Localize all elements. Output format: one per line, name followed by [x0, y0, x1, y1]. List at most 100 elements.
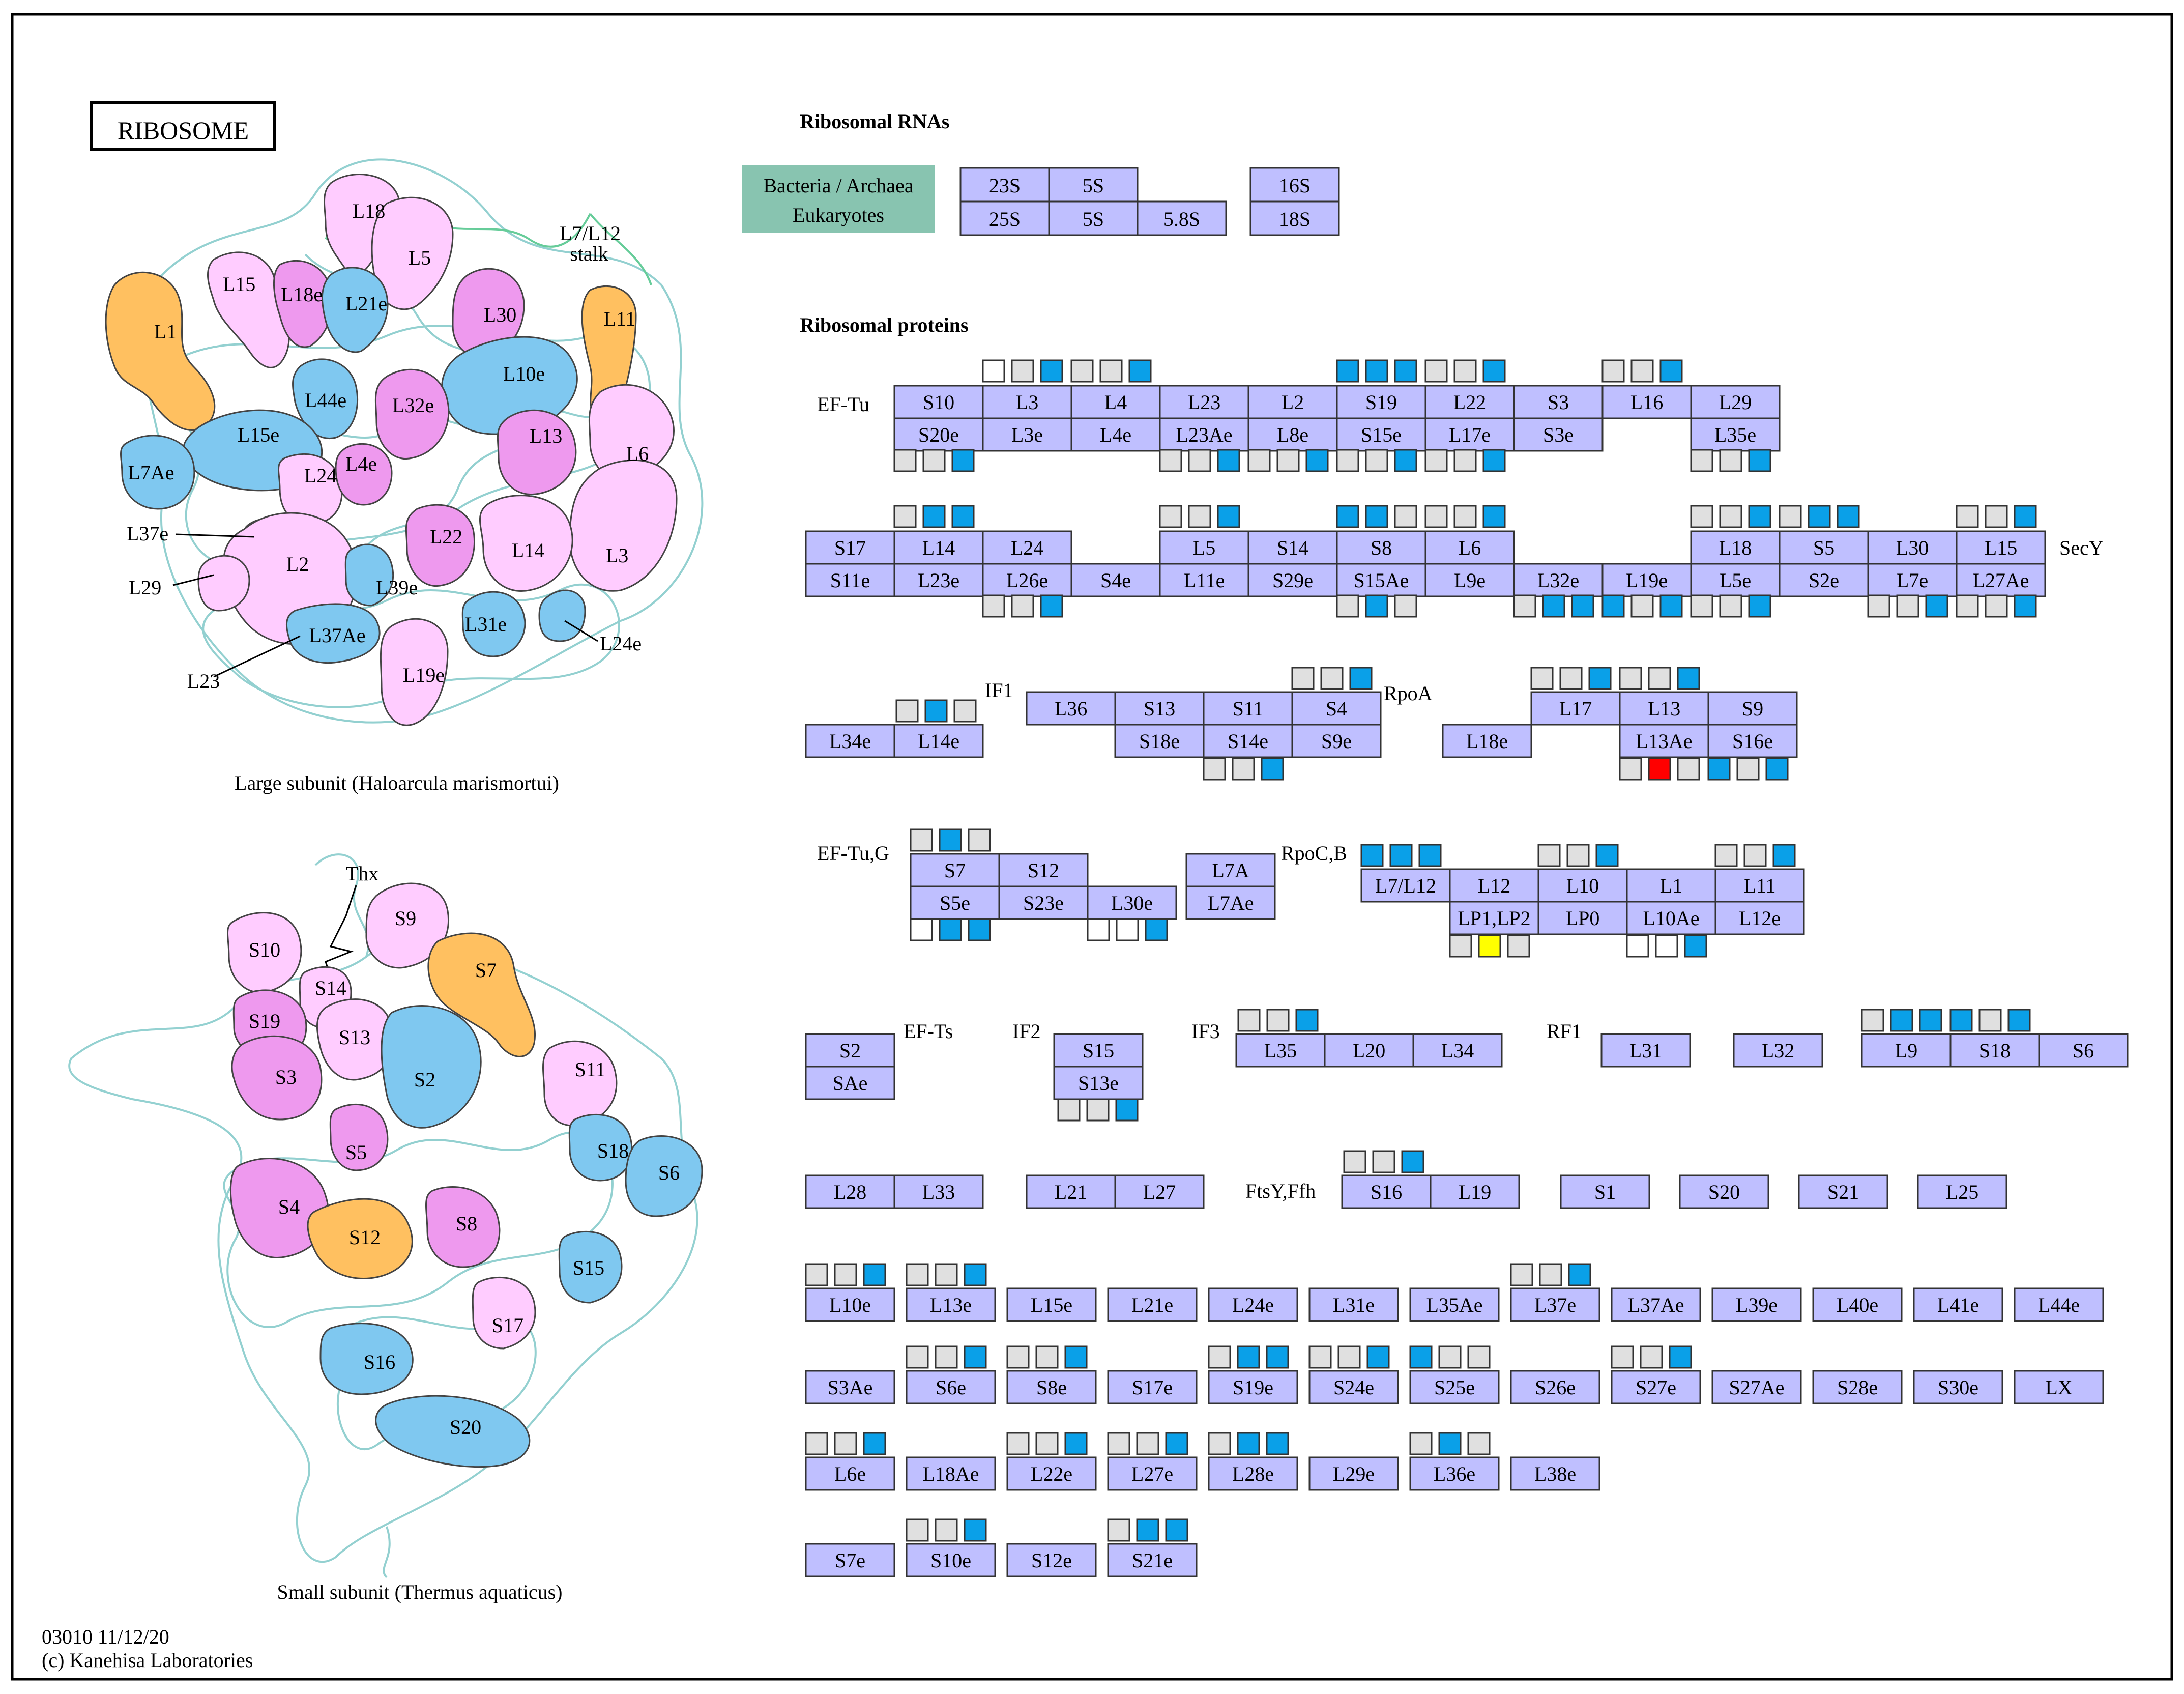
gene-box[interactable]: L39e	[1711, 1287, 1802, 1322]
gene-box[interactable]: S3e	[1513, 417, 1604, 452]
gene-box[interactable]: L15	[1956, 530, 2046, 565]
gene-box[interactable]: S18e	[1114, 724, 1205, 758]
gene-box[interactable]: L3	[982, 385, 1072, 419]
gene-box[interactable]: L5	[1159, 530, 1249, 565]
gene-box[interactable]: L30e	[1087, 885, 1177, 920]
gene-box[interactable]: S20e	[893, 417, 984, 452]
gene-box[interactable]: L2	[1247, 385, 1338, 419]
gene-box[interactable]: L31	[1600, 1033, 1691, 1068]
gene-box[interactable]: S6e	[906, 1370, 996, 1404]
gene-box[interactable]: LX	[2014, 1370, 2104, 1404]
gene-box[interactable]: S27e	[1611, 1370, 1701, 1404]
gene-box[interactable]: S4e	[1070, 563, 1161, 597]
gene-box[interactable]: S14e	[1203, 724, 1293, 758]
gene-box[interactable]: L14	[893, 530, 984, 565]
gene-box[interactable]: L17	[1530, 691, 1621, 726]
gene-box[interactable]: S24e	[1308, 1370, 1399, 1404]
gene-box[interactable]: L15e	[1006, 1287, 1097, 1322]
gene-box[interactable]: L41e	[1913, 1287, 2003, 1322]
gene-box[interactable]: S30e	[1913, 1370, 2003, 1404]
gene-box[interactable]: L7/L12	[1360, 868, 1451, 903]
gene-box[interactable]	[1137, 200, 1227, 236]
gene-box[interactable]: L9	[1861, 1033, 1952, 1068]
gene-box[interactable]: S27Ae	[1711, 1370, 1802, 1404]
gene-box[interactable]: L44e	[2014, 1287, 2104, 1322]
gene-box[interactable]: S13e	[1053, 1066, 1144, 1100]
gene-box[interactable]: L12	[1449, 868, 1539, 903]
gene-box[interactable]: L36	[1026, 691, 1116, 726]
gene-box[interactable]: L10	[1537, 868, 1628, 903]
gene-box[interactable]: L26e	[982, 563, 1072, 597]
gene-box[interactable]: S1	[1560, 1174, 1650, 1209]
gene-box[interactable]: S6	[2038, 1033, 2129, 1068]
gene-box[interactable]: L23Ae	[1159, 417, 1249, 452]
gene-box[interactable]: L21e	[1107, 1287, 1198, 1322]
gene-box[interactable]: L13	[1619, 691, 1709, 726]
gene-box[interactable]: L14e	[893, 724, 984, 758]
gene-box[interactable]: S5	[1779, 530, 1869, 565]
gene-box[interactable]: L33	[893, 1174, 984, 1209]
gene-box[interactable]: L32e	[1513, 563, 1604, 597]
gene-box[interactable]: L18	[1690, 530, 1781, 565]
gene-box[interactable]: L1	[1626, 868, 1716, 903]
gene-box[interactable]: S25e	[1409, 1370, 1500, 1404]
gene-box[interactable]: L11	[1714, 868, 1805, 903]
gene-box[interactable]: S23e	[998, 885, 1089, 920]
gene-box[interactable]: S4	[1291, 691, 1382, 726]
gene-box[interactable]: L18e	[1442, 724, 1532, 758]
gene-box[interactable]: LP1,LP2	[1449, 901, 1539, 935]
gene-box[interactable]: L35Ae	[1409, 1287, 1500, 1322]
gene-box[interactable]: L27e	[1107, 1456, 1198, 1491]
gene-box[interactable]	[1249, 200, 1340, 236]
gene-box[interactable]: L22	[1424, 385, 1515, 419]
gene-box[interactable]: L38e	[1510, 1456, 1600, 1491]
gene-box[interactable]	[1048, 200, 1139, 236]
gene-box[interactable]: S7e	[805, 1543, 895, 1577]
gene-box[interactable]: L35	[1235, 1033, 1326, 1068]
gene-box[interactable]	[959, 200, 1050, 236]
gene-box[interactable]: S9e	[1291, 724, 1382, 758]
gene-box[interactable]: L24e	[1208, 1287, 1298, 1322]
gene-box[interactable]: S15e	[1336, 417, 1426, 452]
gene-box[interactable]: L30	[1867, 530, 1958, 565]
gene-box[interactable]: S11e	[805, 563, 895, 597]
gene-box[interactable]: S29e	[1247, 563, 1338, 597]
gene-box[interactable]: L4	[1070, 385, 1161, 419]
gene-box[interactable]: S17	[805, 530, 895, 565]
gene-box[interactable]: L13Ae	[1619, 724, 1709, 758]
gene-box[interactable]: L32	[1733, 1033, 1823, 1068]
gene-box[interactable]: L19e	[1601, 563, 1692, 597]
gene-box[interactable]: L27	[1114, 1174, 1205, 1209]
gene-box[interactable]: L7Ae	[1185, 885, 1276, 920]
gene-box[interactable]: L13e	[906, 1287, 996, 1322]
gene-box[interactable]: S15Ae	[1336, 563, 1426, 597]
gene-box[interactable]: S28e	[1812, 1370, 1903, 1404]
gene-box[interactable]: S3Ae	[805, 1370, 895, 1404]
gene-box[interactable]: L31e	[1308, 1287, 1399, 1322]
gene-box[interactable]: L37Ae	[1611, 1287, 1701, 1322]
gene-box[interactable]: S10	[893, 385, 984, 419]
gene-box[interactable]: L23e	[893, 563, 984, 597]
gene-box[interactable]: L20	[1324, 1033, 1414, 1068]
gene-box[interactable]: S17e	[1107, 1370, 1198, 1404]
gene-box[interactable]: S20	[1679, 1174, 1769, 1209]
gene-box[interactable]: L3e	[982, 417, 1072, 452]
gene-box[interactable]: L4e	[1070, 417, 1161, 452]
gene-box[interactable]: L11e	[1159, 563, 1249, 597]
gene-box[interactable]: L5e	[1690, 563, 1781, 597]
gene-box[interactable]	[1048, 167, 1139, 203]
gene-box[interactable]: S16e	[1707, 724, 1798, 758]
gene-box[interactable]: L21	[1026, 1174, 1116, 1209]
gene-box[interactable]: S16	[1341, 1174, 1432, 1209]
gene-box[interactable]: L34e	[805, 724, 895, 758]
gene-box[interactable]: S10e	[906, 1543, 996, 1577]
gene-box[interactable]: L7A	[1185, 853, 1276, 887]
gene-box[interactable]: L29e	[1308, 1456, 1399, 1491]
gene-box[interactable]: S2	[805, 1033, 895, 1068]
gene-box[interactable]: S2e	[1779, 563, 1869, 597]
gene-box[interactable]: L6	[1424, 530, 1515, 565]
gene-box[interactable]: L16	[1601, 385, 1692, 419]
gene-box[interactable]: L24	[982, 530, 1072, 565]
gene-box[interactable]: L27Ae	[1956, 563, 2046, 597]
gene-box[interactable]: S11	[1203, 691, 1293, 726]
